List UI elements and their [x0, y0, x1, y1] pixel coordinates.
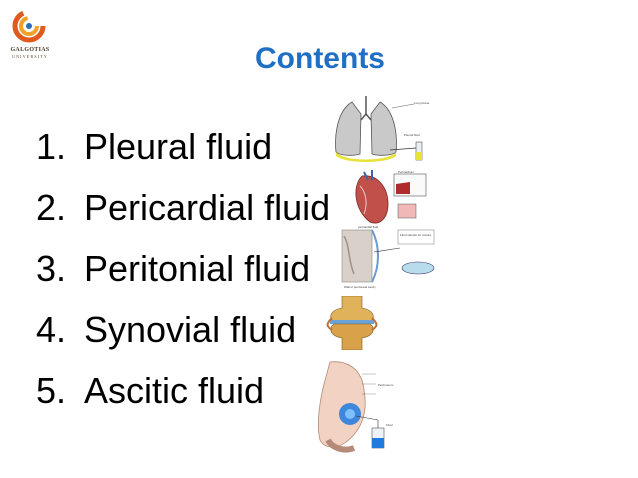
peritoneal-illustration: Fluid sample for culture Wall of periton… — [341, 229, 435, 289]
list-item: 5. Ascitic fluid — [36, 360, 330, 421]
list-item: 4. Synovial fluid — [36, 299, 330, 360]
item-number: 4. — [36, 308, 67, 350]
synovial-fluid-figure — [322, 296, 382, 350]
item-label: Ascitic fluid — [84, 369, 265, 411]
pleural-figure-label-1: Lung tissue — [414, 101, 430, 105]
contents-list: 1. Pleural fluid 2. Pericardial fluid 3.… — [36, 116, 330, 421]
university-logo: GALGOTIAS UNIVERSITY — [4, 8, 54, 62]
heart-illustration: Pericardium pericardial fluid — [355, 170, 427, 229]
pleural-figure-label-2: Pleural fluid — [404, 133, 420, 137]
item-number: 5. — [36, 369, 67, 411]
list-item: 1. Pleural fluid — [36, 116, 330, 177]
item-label: Pleural fluid — [84, 125, 273, 167]
item-label: Pericardial fluid — [84, 186, 331, 228]
peritoneal-figure-label-1: Wall of peritoneal cavity — [344, 285, 376, 289]
ascitic-figure-label-1: Peritoneum — [378, 383, 394, 387]
joint-illustration — [326, 296, 378, 350]
logo-subtitle: UNIVERSITY — [12, 54, 48, 59]
ascitic-figure-label-2: Fluid — [386, 423, 393, 427]
ascitic-fluid-figure: Peritoneum Fluid — [316, 360, 420, 456]
item-number: 2. — [36, 186, 67, 228]
list-item: 2. Pericardial fluid — [36, 177, 330, 238]
pericardial-fluid-figure: Pericardium pericardial fluid — [350, 166, 432, 230]
item-number: 3. — [36, 247, 67, 289]
item-label: Peritonial fluid — [84, 247, 311, 289]
lungs-illustration: Lung tissue Pleural fluid — [335, 96, 430, 162]
peritoneal-figure-label-2: Fluid sample for culture — [400, 233, 432, 237]
pericardial-figure-label-2: pericardial fluid — [358, 225, 379, 229]
pericardial-figure-label-1: Pericardium — [398, 170, 415, 174]
galgotias-logo-icon — [12, 9, 46, 43]
peritoneal-fluid-figure: Fluid sample for culture Wall of periton… — [340, 226, 440, 290]
item-number: 1. — [36, 125, 67, 167]
slide-title: Contents — [255, 42, 385, 75]
logo-name: GALGOTIAS — [10, 47, 50, 53]
list-item: 3. Peritonial fluid — [36, 238, 330, 299]
abdomen-illustration: Peritoneum Fluid — [317, 361, 394, 453]
item-label: Synovial fluid — [84, 308, 297, 350]
pleural-fluid-figure: Lung tissue Pleural fluid — [330, 94, 436, 166]
